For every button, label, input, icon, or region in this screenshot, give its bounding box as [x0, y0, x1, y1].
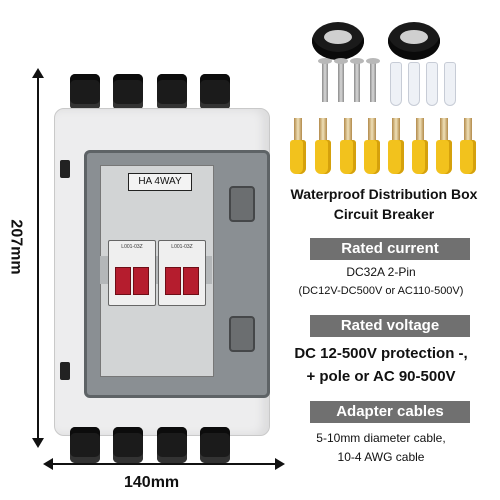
crimp-terminal [388, 118, 404, 174]
latch [229, 186, 255, 222]
circuit-breaker: L001-03Z [158, 240, 206, 306]
screw [366, 58, 380, 102]
crimp-terminal [460, 118, 476, 174]
bottom-cable-glands [70, 427, 230, 463]
adapter-cables-line2: 10-4 AWG cable [337, 450, 425, 464]
wall-anchor [390, 62, 402, 106]
screw [350, 58, 364, 102]
breaker-toggle [165, 267, 181, 295]
cable-gland [113, 427, 144, 463]
adapter-cables-line1: 5-10mm diameter cable, [316, 431, 446, 445]
latch [229, 316, 255, 352]
cable-gland [156, 427, 187, 463]
breaker-toggle [183, 267, 199, 295]
wall-anchor [408, 62, 420, 106]
model-label: HA 4WAY [128, 173, 192, 191]
crimp-terminal [290, 118, 306, 174]
width-dimension-label: 140mm [124, 474, 180, 491]
rated-current-banner: Rated current [310, 238, 470, 260]
breaker-tag: L001-03Z [121, 244, 143, 250]
insulating-tape-roll [388, 22, 440, 60]
rated-voltage-banner: Rated voltage [310, 315, 470, 337]
rated-current-range: (DC12V-DC500V or AC110-500V) [298, 285, 464, 297]
crimp-terminal [364, 118, 380, 174]
crimp-terminal [412, 118, 428, 174]
rated-voltage-line1: DC 12-500V protection -, [294, 345, 468, 362]
hinge [60, 362, 70, 380]
rated-current-value: DC32A 2-Pin [346, 265, 416, 279]
crimp-terminal [315, 118, 331, 174]
screw [318, 58, 332, 102]
height-dimension-label: 207mm [7, 219, 25, 275]
crimp-terminal [436, 118, 452, 174]
circuit-breaker: L001-03Z [108, 240, 156, 306]
breaker-toggle [133, 267, 149, 295]
screw [334, 58, 348, 102]
cable-gland [70, 74, 100, 110]
product-title-line1: Waterproof Distribution Box [290, 186, 478, 202]
breaker-toggle [115, 267, 131, 295]
wall-anchor [426, 62, 438, 106]
rated-voltage-line2: + pole or AC 90-500V [306, 368, 456, 385]
top-cable-glands [70, 74, 230, 110]
cable-gland [113, 74, 144, 110]
insulating-tape-roll [312, 22, 364, 60]
cable-gland [70, 427, 100, 463]
adapter-cables-banner: Adapter cables [310, 401, 470, 423]
crimp-terminal [340, 118, 356, 174]
wall-anchor [444, 62, 456, 106]
hinge [60, 160, 70, 178]
cable-gland [199, 427, 230, 463]
height-dimension-line [32, 68, 44, 448]
product-title-line2: Circuit Breaker [333, 206, 435, 222]
width-dimension-line [43, 458, 285, 470]
cable-gland [199, 74, 230, 110]
breaker-tag: L001-03Z [171, 244, 193, 250]
cable-gland [156, 74, 187, 110]
